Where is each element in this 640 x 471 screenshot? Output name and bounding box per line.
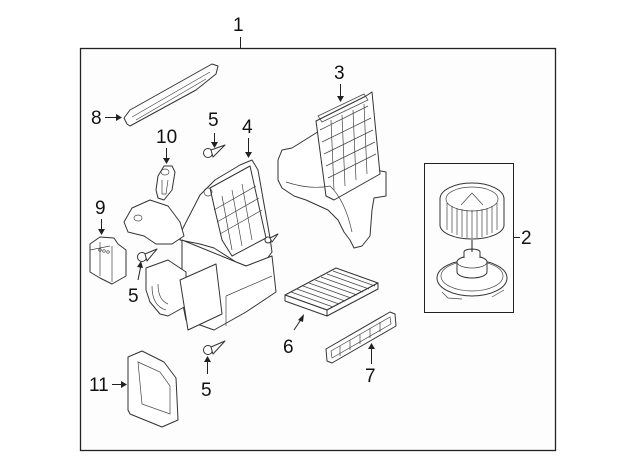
callout-1[interactable]: 1: [233, 15, 244, 48]
callout-5b-label: 5: [128, 286, 139, 307]
callout-6-label: 6: [283, 337, 294, 358]
part-10-link-lever[interactable]: 10: [155, 127, 177, 201]
callout-3-label: 3: [334, 63, 345, 84]
part-screw-small: [264, 233, 279, 244]
part-6-cabin-filter[interactable]: 6: [283, 267, 379, 358]
part-9-actuator[interactable]: 9: [89, 198, 127, 285]
part-5-screw-top[interactable]: 5: [203, 110, 226, 158]
callout-9-label: 9: [95, 198, 106, 219]
callout-5c-label: 5: [201, 380, 212, 401]
blower-fan-wheel: [439, 182, 505, 240]
callout-2-label: 2: [521, 228, 532, 249]
part-5-screw-bottom[interactable]: 5: [201, 340, 226, 401]
part-8-duct-seal[interactable]: 8: [91, 63, 219, 129]
part-7-filter-cover[interactable]: 7: [325, 311, 397, 387]
callout-5a-label: 5: [208, 110, 219, 131]
callout-11-label: 11: [89, 375, 109, 396]
callout-10-label: 10: [156, 127, 177, 148]
callout-8-label: 8: [91, 108, 102, 129]
callout-4-label: 4: [242, 117, 253, 138]
part-2-blower-assembly[interactable]: 2: [424, 163, 532, 313]
blower-motor: [436, 240, 508, 300]
part-3-upper-case[interactable]: 3: [277, 63, 387, 249]
part-5-screw-left[interactable]: 5: [128, 248, 158, 307]
part-11-duct-seal[interactable]: 11: [89, 350, 179, 428]
callout-7-label: 7: [365, 366, 376, 387]
callout-1-label: 1: [233, 15, 244, 36]
part-4-evaporator-case[interactable]: 4: [123, 117, 277, 331]
